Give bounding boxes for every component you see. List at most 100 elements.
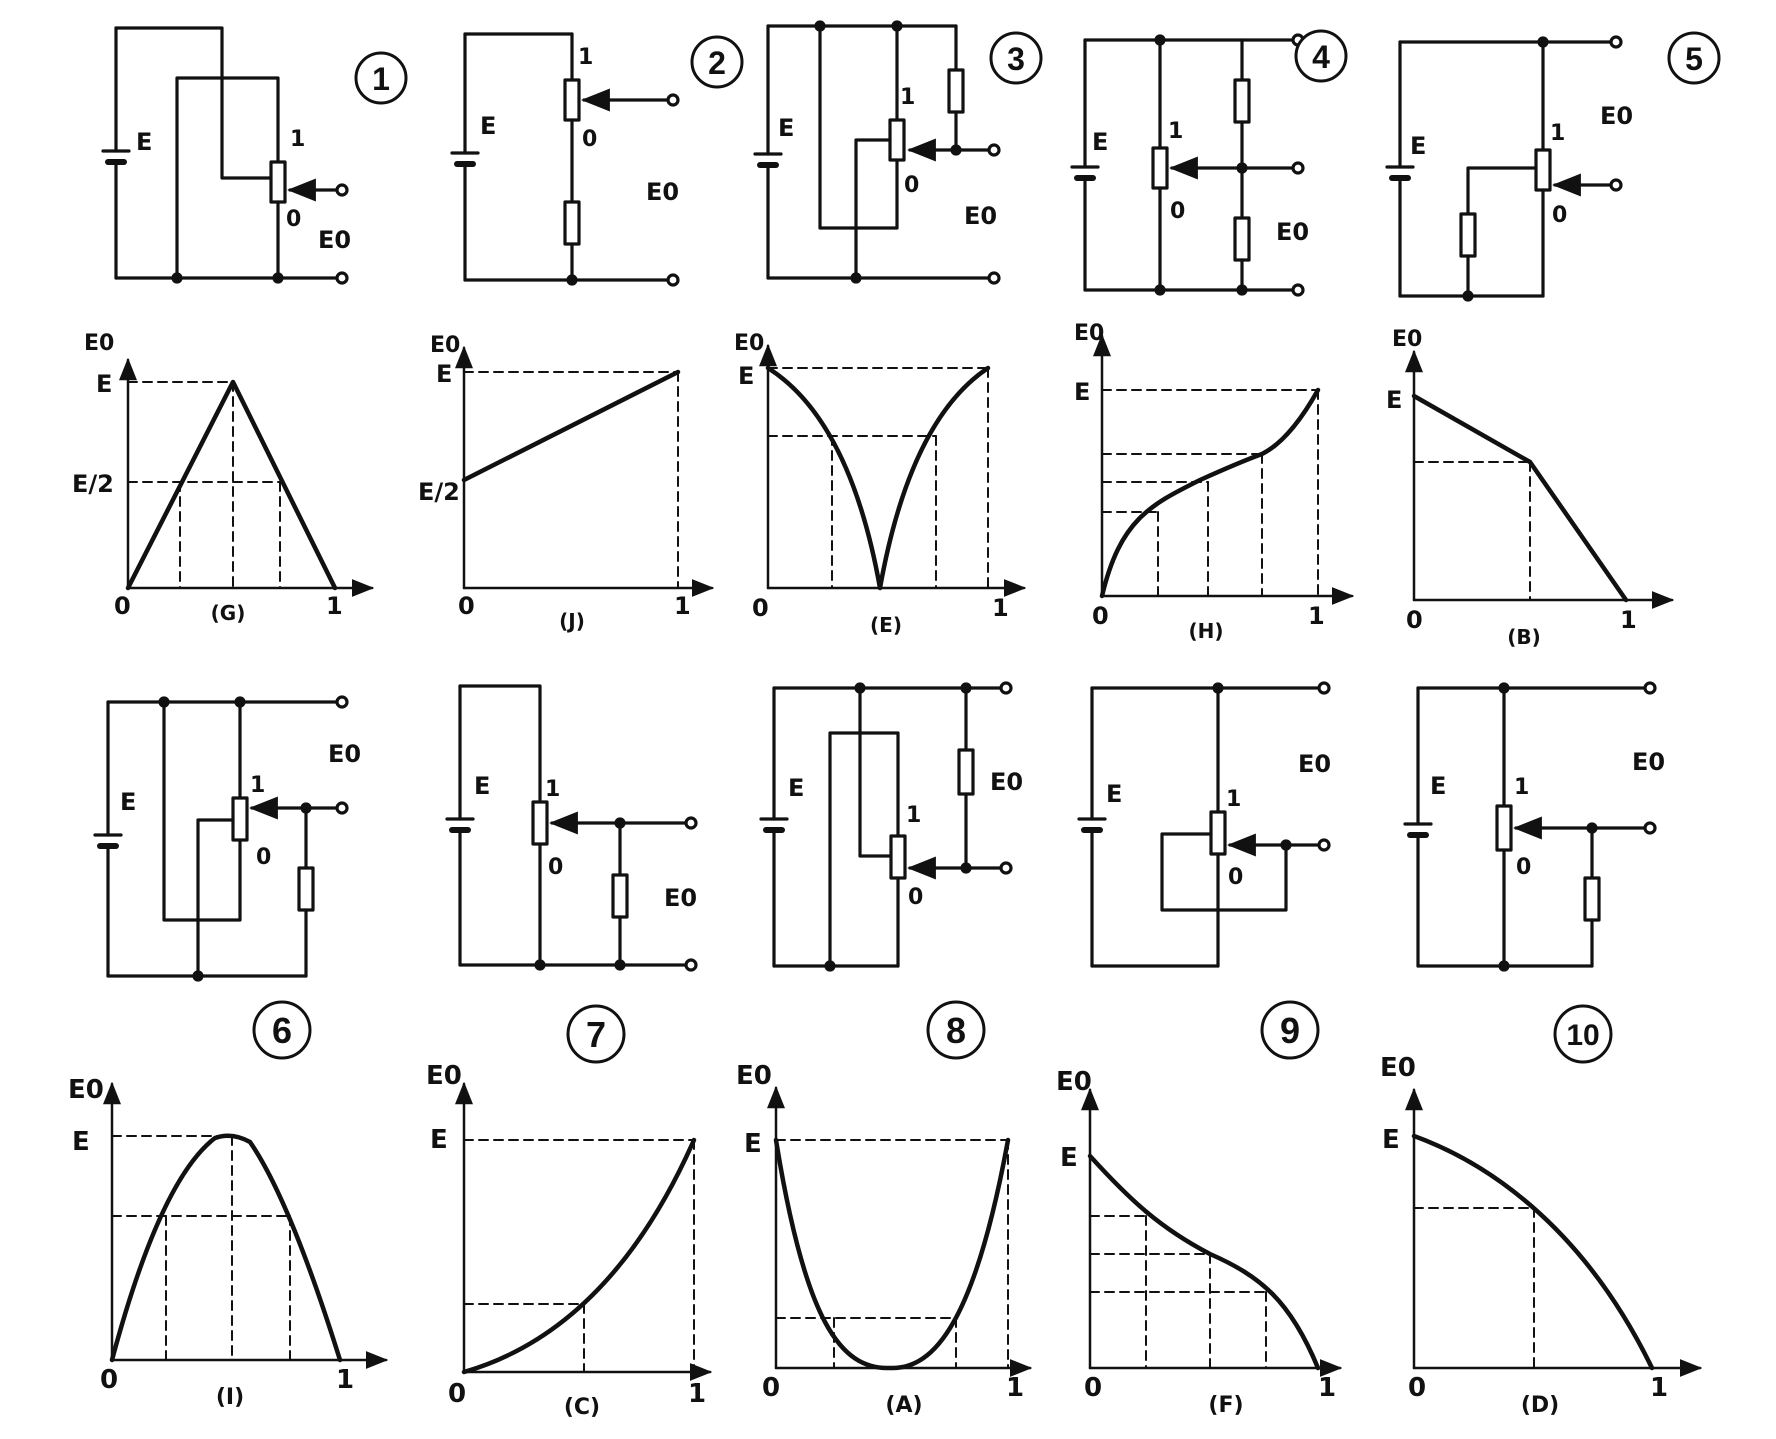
graph-d-x-origin: 0 [1408, 1373, 1426, 1403]
circuit-4-wiper-top: 1 [1168, 119, 1183, 144]
circuit-7-source-label: E [474, 772, 490, 800]
circuit-4-source-label: E [1092, 128, 1108, 156]
circuit-2-source-label: E [480, 112, 496, 140]
circuit-8-output-label: E0 [990, 768, 1023, 796]
circuit-6-wiper-top: 1 [250, 773, 265, 798]
graph-g [119, 357, 375, 597]
graph-b-x-end: 1 [1620, 606, 1637, 634]
graph-j-x-origin: 0 [458, 592, 475, 620]
graph-b [1405, 349, 1675, 609]
circuit-9-number: 9 [1280, 1010, 1300, 1051]
circuit-8-badge [926, 1000, 986, 1060]
circuit-6-source-label: E [120, 788, 136, 816]
graph-f-y-tick-e: E [1060, 1143, 1078, 1173]
graph-f-letter: (F) [1208, 1393, 1243, 1418]
graph-a [767, 1085, 1033, 1377]
circuit-3-wiper-top: 1 [900, 85, 915, 110]
circuit-2-badge [690, 35, 744, 89]
circuit-10-source-label: E [1430, 772, 1446, 800]
circuit-8 [759, 681, 1013, 972]
circuit-2-number: 2 [708, 45, 726, 81]
circuit-5-source-label: E [1410, 132, 1426, 160]
circuit-7-wiper-bottom: 0 [548, 855, 563, 880]
circuit-10-wiper-top: 1 [1514, 775, 1529, 800]
graph-j-y-axis-label: E0 [430, 333, 460, 358]
graph-e-y-axis-label: E0 [734, 331, 764, 356]
circuit-1-badge [354, 51, 408, 105]
graph-f-x-end: 1 [1318, 1373, 1336, 1403]
circuit-3 [753, 20, 1001, 285]
graph-i-letter: (I) [216, 1385, 244, 1410]
circuit-6-wiper-bottom: 0 [256, 845, 271, 870]
circuit-9 [1077, 681, 1331, 968]
graph-e-letter: (E) [870, 613, 902, 637]
graph-c [455, 1081, 713, 1381]
graph-g-letter: (G) [211, 601, 246, 625]
circuit-7-badge [566, 1004, 626, 1064]
graph-a-letter: (A) [885, 1393, 922, 1418]
graph-i-x-end: 1 [336, 1365, 354, 1395]
graph-f-x-origin: 0 [1084, 1373, 1102, 1403]
circuit-3-output-label: E0 [964, 202, 997, 230]
circuit-9-badge [1260, 1000, 1320, 1060]
graph-d-letter: (D) [1521, 1393, 1559, 1418]
circuit-5-output-label: E0 [1600, 102, 1633, 130]
circuit-4-number: 4 [1312, 39, 1330, 75]
graph-b-x-origin: 0 [1406, 606, 1423, 634]
circuit-5 [1385, 35, 1623, 302]
graph-c-x-origin: 0 [448, 1379, 466, 1409]
circuit-9-wiper-top: 1 [1226, 787, 1241, 812]
circuit-10-number: 10 [1566, 1019, 1599, 1052]
circuit-10-output-label: E0 [1632, 748, 1665, 776]
graph-a-x-origin: 0 [762, 1373, 780, 1403]
graph-i-x-origin: 0 [100, 1365, 118, 1395]
circuit-3-badge [989, 31, 1043, 85]
circuit-9-output-label: E0 [1298, 750, 1331, 778]
circuit-9-source-label: E [1106, 780, 1122, 808]
graph-h-y-axis-label: E0 [1074, 321, 1104, 346]
graph-a-y-tick-e: E [744, 1129, 762, 1159]
graph-c-y-tick-e: E [430, 1125, 448, 1155]
graph-e-y-tick-e: E [738, 362, 754, 390]
circuit-10-badge [1553, 1004, 1613, 1064]
circuit-8-wiper-bottom: 0 [908, 885, 923, 910]
circuit-8-number: 8 [946, 1010, 966, 1051]
circuit-1-number: 1 [372, 61, 390, 97]
circuit-4 [1070, 33, 1305, 297]
graph-b-y-axis-label: E0 [1392, 327, 1422, 352]
circuit-7 [445, 684, 698, 972]
circuit-8-wiper-top: 1 [906, 803, 921, 828]
circuit-1 [101, 26, 349, 285]
graph-h-x-end: 1 [1308, 602, 1325, 630]
circuit-2-wiper-bottom: 0 [582, 127, 597, 152]
circuit-3-number: 3 [1007, 41, 1025, 77]
graph-f-y-axis-label: E0 [1056, 1067, 1092, 1097]
graph-e-x-origin: 0 [752, 594, 769, 622]
circuit-9-wiper-bottom: 0 [1228, 865, 1243, 890]
circuit-5-number: 5 [1685, 41, 1703, 77]
graph-i-y-tick-e: E [72, 1127, 90, 1157]
graph-a-y-axis-label: E0 [736, 1061, 772, 1091]
graph-f [1081, 1087, 1343, 1377]
circuit-1-output-label: E0 [318, 226, 351, 254]
circuit-2 [450, 32, 680, 287]
graph-i [103, 1081, 389, 1369]
graph-e-x-end: 1 [992, 594, 1009, 622]
graph-j-letter: (J) [559, 609, 585, 633]
circuit-4-badge [1294, 29, 1348, 83]
circuit-7-wiper-top: 1 [545, 777, 560, 802]
circuit-7-output-label: E0 [664, 884, 697, 912]
circuit-6-output-label: E0 [328, 740, 361, 768]
graph-h-y-tick-e: E [1074, 378, 1090, 406]
circuit-2-wiper-top: 1 [578, 45, 593, 70]
circuit-4-wiper-bottom: 0 [1170, 199, 1185, 224]
graph-b-y-tick-e: E [1386, 386, 1402, 414]
circuit-6-number: 6 [272, 1010, 292, 1051]
circuit-3-wiper-bottom: 0 [904, 173, 919, 198]
graph-g-x-origin: 0 [114, 592, 131, 620]
graph-h-letter: (H) [1188, 619, 1223, 643]
circuit-5-badge [1667, 31, 1721, 85]
circuit-10-wiper-bottom: 0 [1516, 855, 1531, 880]
circuit-7-number: 7 [586, 1014, 606, 1055]
